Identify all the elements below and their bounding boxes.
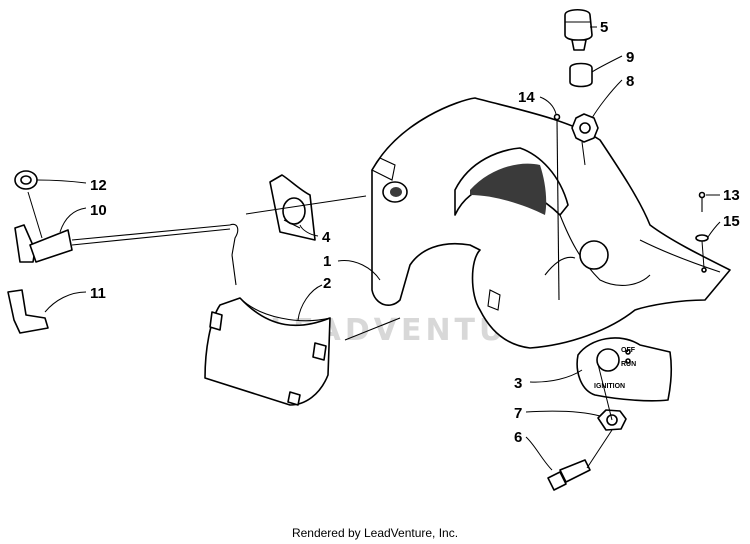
ignition-text-label: IGNITION [594, 383, 625, 390]
callout-10: 10 [59, 202, 107, 233]
part-label-11: 11 [90, 285, 106, 302]
callout-11: 11 [44, 285, 106, 313]
callout-13: 13 [706, 187, 740, 204]
footer-credit: Rendered by LeadVenture, Inc. [291, 526, 459, 540]
callout-8: 8 [591, 73, 634, 119]
part-label-15: 15 [723, 213, 740, 230]
throttle-assembly [7, 170, 239, 334]
callout-1: 1 [323, 253, 381, 281]
part-label-6: 6 [514, 429, 522, 446]
screw-and-washer [695, 191, 709, 269]
callout-6: 6 [514, 429, 553, 471]
callout-2: 2 [297, 275, 331, 321]
callout-12: 12 [36, 177, 107, 194]
callout-14: 14 [518, 89, 557, 115]
callout-7: 7 [514, 405, 601, 422]
decal-plate [245, 174, 367, 241]
part-label-2: 2 [323, 275, 331, 292]
callout-5: 5 [590, 19, 608, 36]
callout-15: 15 [707, 213, 740, 238]
part-label-4: 4 [322, 229, 331, 246]
ignition-run-label: RUN [621, 361, 636, 368]
long-screw [553, 113, 561, 301]
part-label-12: 12 [90, 177, 107, 194]
callout-4: 4 [299, 224, 331, 246]
lower-cover [204, 297, 401, 406]
ignition-nut [597, 363, 627, 431]
callout-3: 3 [514, 369, 583, 392]
part-label-3: 3 [514, 375, 522, 392]
part-label-5: 5 [600, 19, 608, 36]
ignition-plate: OFF RUN IGNITION [576, 337, 673, 402]
callout-9: 9 [591, 49, 634, 73]
ignition-off-label: OFF [621, 347, 636, 354]
part-label-8: 8 [626, 73, 634, 90]
part-label-1: 1 [323, 253, 331, 270]
part-label-9: 9 [626, 49, 634, 66]
part-label-13: 13 [723, 187, 740, 204]
part-label-7: 7 [514, 405, 522, 422]
console-housing [371, 97, 731, 349]
part-label-10: 10 [90, 202, 107, 219]
part-label-14: 14 [518, 89, 535, 106]
knob-assembly [564, 8, 599, 166]
ignition-key [547, 429, 613, 491]
